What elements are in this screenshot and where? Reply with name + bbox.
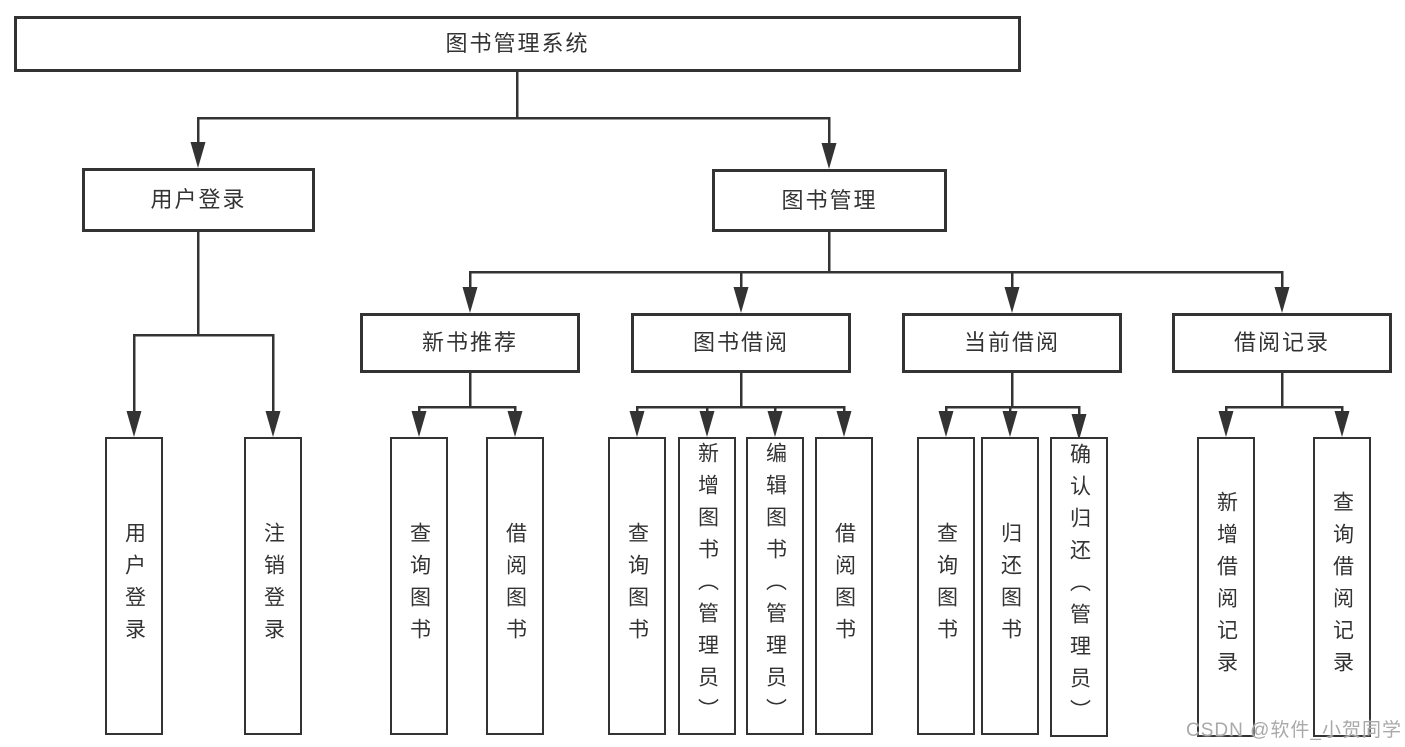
node-label: 查询图书	[625, 522, 649, 650]
node-label: 借阅图书	[503, 522, 527, 650]
node-label: 新书推荐	[421, 330, 518, 355]
node-label: 借阅图书	[832, 522, 856, 650]
node-leaf-query-book-1: 查询图书	[390, 437, 448, 735]
connector-arrowhead	[1334, 411, 1350, 437]
connector-arrowhead	[507, 411, 523, 437]
connector-arrowhead	[733, 287, 749, 313]
node-label: 新增借阅记录	[1214, 491, 1238, 683]
node-book-mgmt: 图书管理	[712, 169, 947, 232]
node-label: 查询图书	[407, 522, 431, 650]
node-borrow-records: 借阅记录	[1172, 313, 1392, 373]
node-current-borrow: 当前借阅	[902, 313, 1122, 373]
node-leaf-add-borrow-record: 新增借阅记录	[1197, 437, 1255, 737]
node-leaf-confirm-return-admin: 确认归还（管理员）	[1050, 437, 1108, 737]
node-label: 用户登录	[122, 522, 146, 650]
node-leaf-query-book-2: 查询图书	[608, 437, 666, 735]
node-leaf-query-book-3: 查询图书	[917, 437, 975, 735]
node-leaf-query-borrow-record: 查询借阅记录	[1313, 437, 1371, 737]
connector-arrowhead	[1218, 411, 1234, 437]
node-label: 归还图书	[998, 522, 1022, 650]
connector-arrowhead	[699, 411, 715, 437]
node-book-borrow: 图书借阅	[631, 313, 851, 373]
node-leaf-logout: 注销登录	[244, 437, 302, 735]
connector-arrowhead	[821, 143, 837, 169]
connector-arrowhead	[126, 411, 142, 437]
node-root: 图书管理系统	[14, 16, 1021, 72]
connector-arrowhead	[629, 411, 645, 437]
node-leaf-return-book: 归还图书	[981, 437, 1039, 735]
node-label: 查询图书	[934, 522, 958, 650]
connector-arrowhead	[462, 287, 478, 313]
node-label: 图书借阅	[692, 330, 789, 355]
connector-arrowhead	[265, 411, 281, 437]
node-leaf-add-book-admin: 新增图书（管理员）	[678, 437, 736, 735]
connector-arrowhead	[1002, 411, 1018, 437]
node-label: 图书管理	[781, 187, 878, 213]
node-label: 当前借阅	[963, 330, 1060, 355]
node-label: 编辑图书（管理员）	[763, 442, 787, 730]
node-leaf-borrow-book-2: 借阅图书	[815, 437, 873, 735]
node-label: 图书管理系统	[445, 31, 590, 56]
connector-arrowhead	[1004, 287, 1020, 313]
node-user-login: 用户登录	[82, 168, 315, 232]
node-label: 借阅记录	[1233, 330, 1330, 355]
node-label: 用户登录	[150, 187, 247, 212]
connector-arrowhead	[1071, 414, 1087, 440]
node-leaf-user-login: 用户登录	[105, 437, 163, 735]
connector-arrowhead	[411, 411, 427, 437]
node-label: 确认归还（管理员）	[1067, 443, 1091, 731]
node-label: 查询借阅记录	[1330, 491, 1354, 683]
connector-arrowhead	[938, 411, 954, 437]
node-leaf-edit-book-admin: 编辑图书（管理员）	[746, 437, 804, 735]
node-leaf-borrow-book-1: 借阅图书	[486, 437, 544, 735]
node-label: 新增图书（管理员）	[695, 442, 719, 730]
node-label: 注销登录	[261, 522, 285, 650]
connector-arrowhead	[836, 411, 852, 437]
connector-arrowhead	[1274, 287, 1290, 313]
connector-arrowhead	[190, 142, 206, 168]
csdn-watermark: CSDN @软件_小贺同学	[1186, 720, 1402, 741]
connector-arrowhead	[767, 411, 783, 437]
node-new-book-recommend: 新书推荐	[360, 313, 580, 373]
